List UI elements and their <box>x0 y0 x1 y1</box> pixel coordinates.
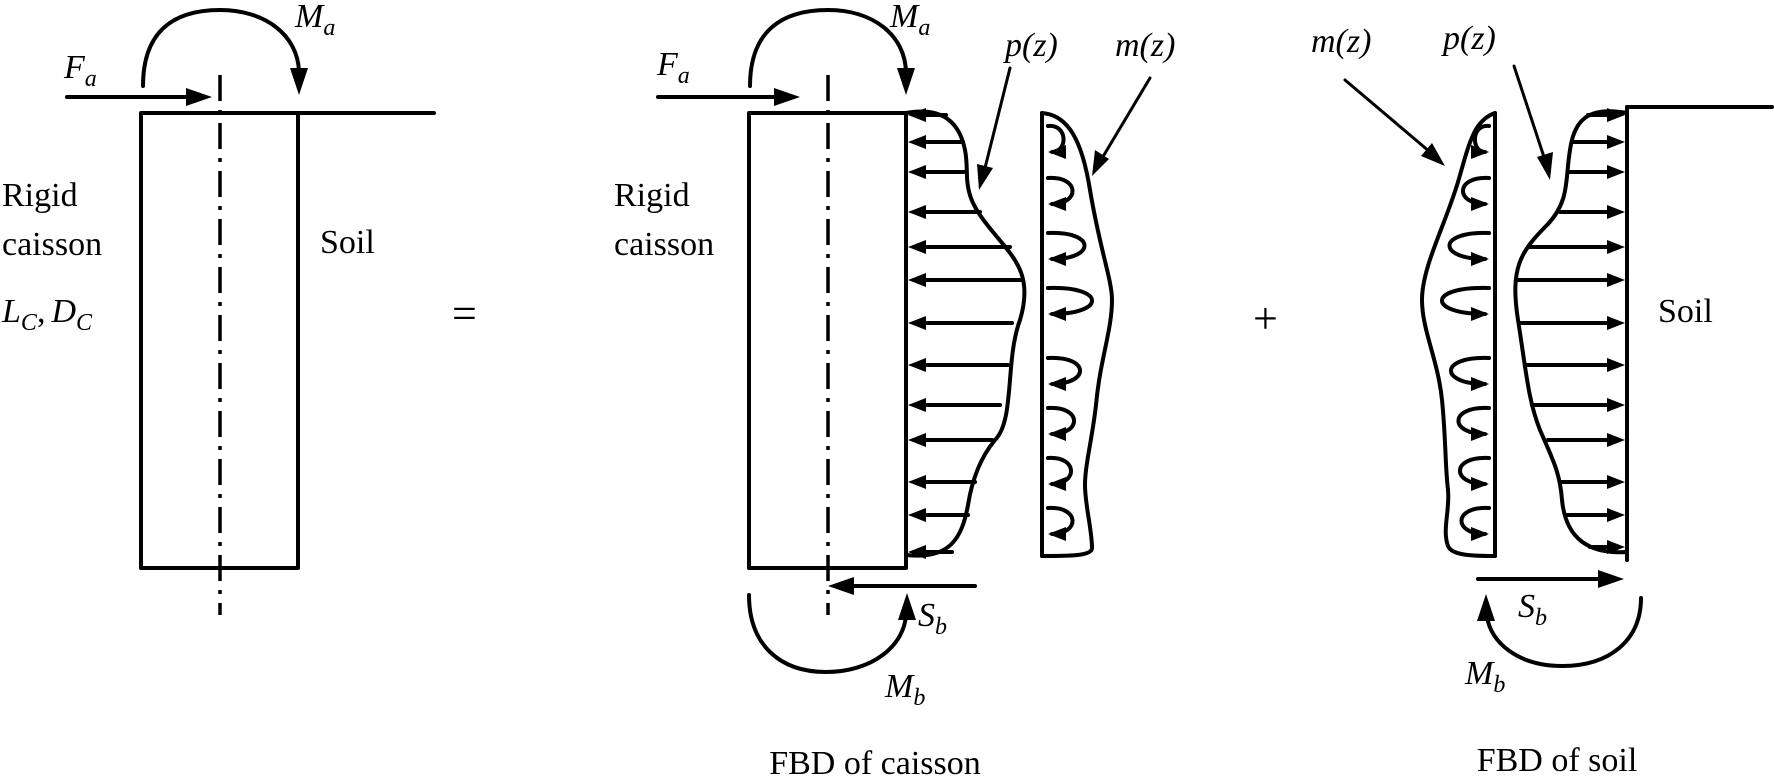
soil-m-distribution <box>1420 111 1497 558</box>
equals-sign: = <box>452 289 477 338</box>
soil-m-arrow <box>1471 124 1491 159</box>
soil-p-distribution <box>1513 108 1629 555</box>
caisson-m-arrow <box>1046 123 1066 159</box>
soil-p-arrow <box>1546 433 1625 447</box>
soil-base-moment-arrow <box>1477 594 1643 668</box>
caisson-p-label: p(z) <box>1003 27 1058 64</box>
caisson-p-arrow <box>908 273 1024 287</box>
soil-p-arrow <box>1571 135 1625 149</box>
caisson-p-arrow <box>908 316 1014 330</box>
caisson-m-arrow <box>1046 355 1082 391</box>
caisson-base-shear-label: Sb <box>918 597 947 640</box>
soil-m-arrow <box>1449 355 1491 391</box>
soil-m-leader <box>1343 78 1445 166</box>
fbd-caisson-label-line2: caisson <box>614 226 714 263</box>
soil-m-label: m(z) <box>1311 23 1371 60</box>
caisson-m-label: m(z) <box>1115 27 1175 64</box>
soil-p-leader <box>1512 64 1553 180</box>
caisson-p-arrow <box>908 398 1002 412</box>
left-force-arrow <box>65 88 212 106</box>
caisson-fbd-caption: FBD of caisson <box>769 745 981 779</box>
left-caisson-label-line2: caisson <box>2 226 102 263</box>
soil-p-arrow <box>1530 398 1625 412</box>
soil-p-arrow <box>1588 540 1625 554</box>
soil-base-shear-arrow <box>1476 570 1624 588</box>
soil-m-arrows <box>1440 124 1491 541</box>
caisson-p-arrow <box>908 135 965 149</box>
caisson-p-arrow <box>908 108 948 122</box>
fbd-moment-arrow <box>748 8 915 95</box>
caisson-p-arrow <box>908 240 1012 254</box>
caisson-p-arrow <box>908 165 966 179</box>
fbd-caisson-label-line1: Rigid <box>614 177 690 214</box>
soil-p-arrow <box>1568 165 1625 179</box>
caisson-m-arrow <box>1046 175 1075 211</box>
soil-m-arrow <box>1459 505 1491 541</box>
soil-m-arrow <box>1458 455 1491 491</box>
caisson-base-moment-label: Mb <box>884 668 925 711</box>
soil-p-arrow <box>1516 273 1625 287</box>
caisson-p-leader <box>977 66 1012 190</box>
soil-fbd-caption: FBD of soil <box>1477 742 1638 779</box>
soil-p-arrows <box>1516 108 1625 554</box>
left-moment-label: Ma <box>294 0 335 41</box>
soil-p-arrow <box>1518 316 1625 330</box>
caisson-m-arrow <box>1046 455 1073 491</box>
caisson-p-arrow <box>908 433 994 447</box>
caisson-p-arrow <box>908 358 1010 372</box>
caisson-m-arrow <box>1046 505 1075 541</box>
fbd-force-arrow <box>656 88 800 106</box>
left-dimensions-label: LC,DC <box>1 293 93 336</box>
soil-p-arrow <box>1526 240 1625 254</box>
left-force-label: Fa <box>63 49 97 92</box>
left-soil-label: Soil <box>320 224 375 261</box>
soil-p-arrow <box>1563 508 1625 522</box>
caisson-p-arrows <box>908 108 1024 559</box>
soil-p-arrow <box>1558 205 1625 219</box>
soil-m-arrow <box>1461 175 1491 211</box>
soil-fbd: m(z) p(z) Soil Sb Mb FBD of soil <box>1311 20 1774 779</box>
caisson-m-arrow <box>1046 285 1094 321</box>
caisson-base-shear-arrow <box>828 577 977 595</box>
soil-m-arrow <box>1447 230 1491 266</box>
caisson-p-arrow <box>908 475 977 489</box>
left-caisson-label-line1: Rigid <box>2 177 78 214</box>
caisson-m-arrows <box>1046 123 1094 541</box>
caisson-p-arrow <box>908 205 982 219</box>
soil-p-arrow <box>1586 108 1625 122</box>
caisson-m-arrow <box>1046 230 1087 266</box>
caisson-m-leader <box>1092 76 1152 176</box>
fbd-moment-label: Ma <box>889 0 930 41</box>
soil-label: Soil <box>1658 293 1713 330</box>
soil-p-arrow <box>1558 475 1625 489</box>
soil-p-label: p(z) <box>1441 20 1496 57</box>
caisson-p-distribution <box>904 108 1027 559</box>
left-system: Fa Ma Rigid caisson LC,DC Soil <box>1 0 436 615</box>
soil-m-arrow <box>1440 285 1491 321</box>
caisson-p-arrow <box>908 508 970 522</box>
left-moment-arrow <box>141 8 308 95</box>
fbd-force-label: Fa <box>656 46 690 89</box>
caisson-p-arrow <box>908 545 954 559</box>
caisson-m-arrow <box>1046 405 1076 441</box>
plus-sign: + <box>1253 294 1278 343</box>
soil-base-moment-label: Mb <box>1464 655 1505 698</box>
soil-p-arrow <box>1523 358 1625 372</box>
caisson-base-moment-arrow <box>747 593 916 674</box>
caisson-m-distribution <box>1040 111 1114 558</box>
soil-m-arrow <box>1456 405 1491 441</box>
caisson-fbd: Fa Ma Rigid caisson p(z) m(z) Sb Mb FBD … <box>614 0 1175 779</box>
soil-base-shear-label: Sb <box>1518 588 1547 631</box>
